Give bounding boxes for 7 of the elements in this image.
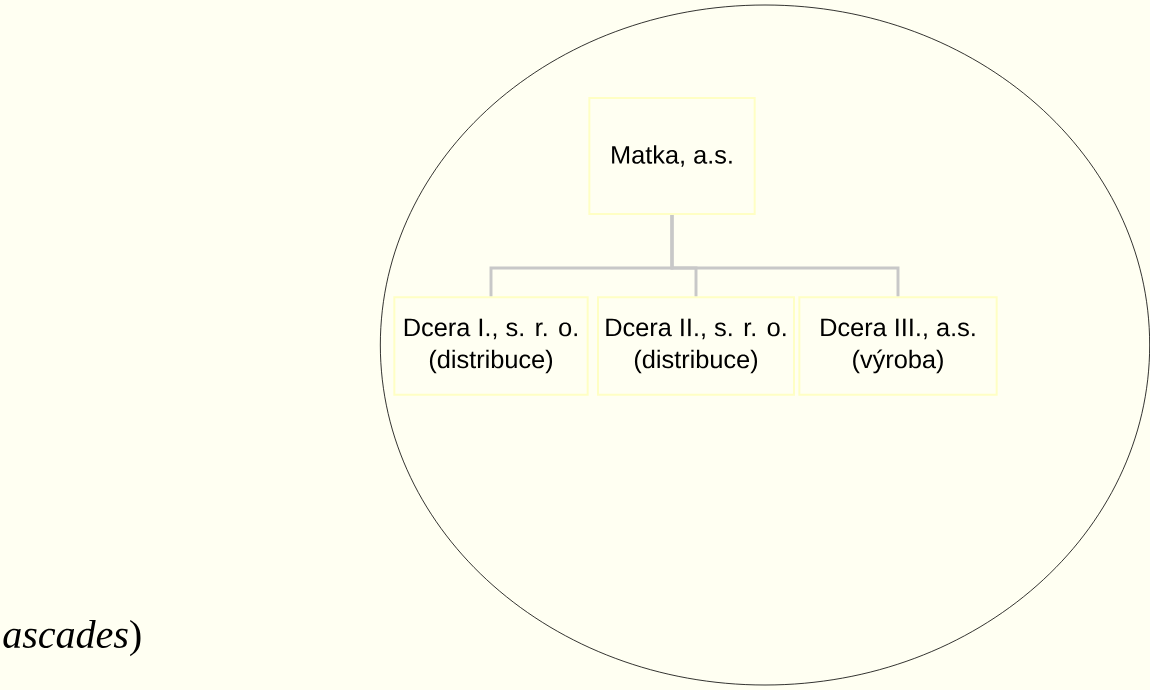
slide-text: ascades)	[3, 619, 141, 657]
company-box: Dcera III., a.s. (výroba)	[798, 296, 998, 396]
group-ellipse	[379, 4, 1150, 686]
company-box: Dcera II., s. r. o. (distribuce)	[597, 296, 795, 396]
connector-line	[670, 215, 900, 297]
company-box: Matka, a.s.	[588, 97, 756, 215]
company-box: Dcera I., s. r. o. (distribuce)	[393, 296, 589, 396]
